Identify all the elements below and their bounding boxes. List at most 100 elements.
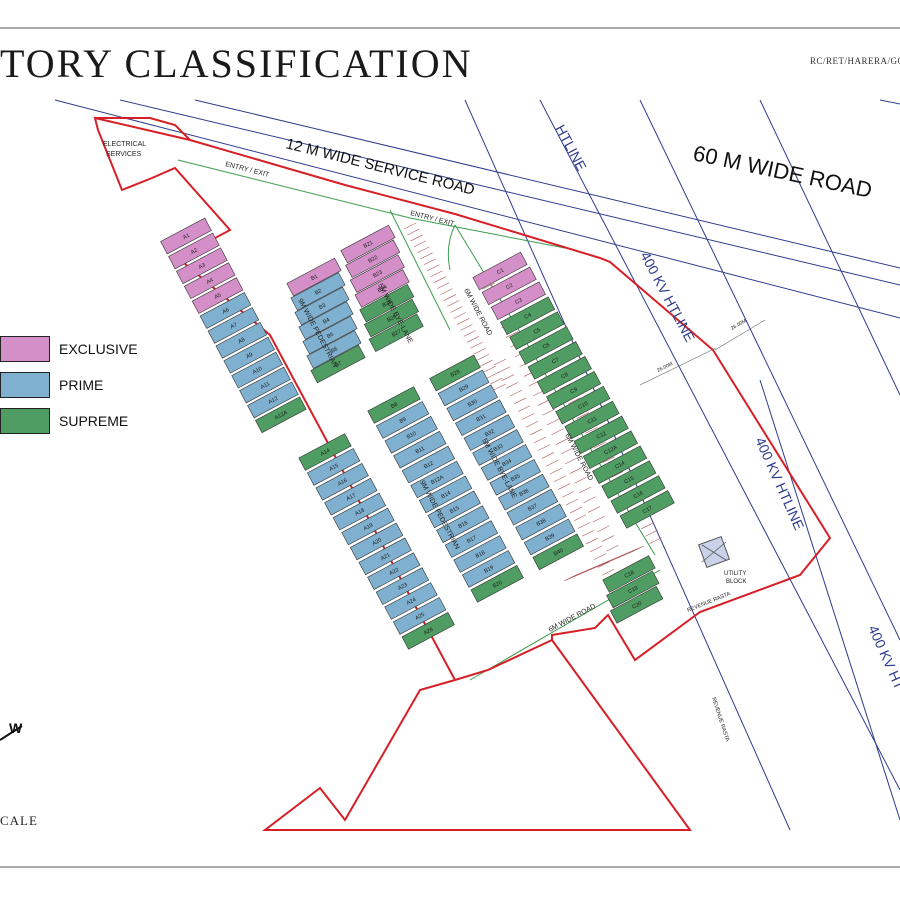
unit-a12[interactable]: A12	[247, 381, 299, 419]
unit-b4[interactable]: B4	[298, 301, 354, 340]
unit-b40[interactable]: B40	[532, 533, 584, 571]
hatch-line	[482, 282, 496, 290]
unit-b37[interactable]: B37	[506, 488, 559, 526]
unit-a6[interactable]: A6	[199, 292, 252, 329]
unit-b29[interactable]: B29	[437, 369, 490, 407]
unit-a2[interactable]: A2	[168, 232, 220, 270]
hatch-line	[588, 506, 601, 513]
unit-c11[interactable]: C11	[564, 400, 620, 440]
hatch-line	[611, 471, 624, 478]
unit-b20[interactable]: B20	[470, 565, 524, 603]
unit-a8[interactable]: A8	[215, 321, 268, 359]
unit-c20[interactable]: C20	[609, 586, 664, 624]
unit-b18[interactable]: B18	[453, 535, 507, 573]
unit-c15[interactable]: C15	[601, 460, 657, 499]
unit-a15[interactable]: A15	[306, 448, 361, 486]
unit-c9[interactable]: C9	[546, 370, 602, 410]
unit-b39[interactable]: B39	[523, 518, 576, 556]
unit-c17[interactable]: C17	[619, 490, 675, 529]
unit-a3[interactable]: A3	[176, 247, 228, 285]
unit-label: A18	[354, 508, 365, 518]
utility-block-label-2: BLOCK	[726, 579, 746, 585]
unit-a10[interactable]: A10	[231, 351, 283, 389]
unit-a4[interactable]: A4	[183, 262, 236, 300]
unit-a22[interactable]: A22	[367, 552, 421, 590]
unit-c16[interactable]: C16	[610, 475, 666, 514]
hatch-line	[501, 374, 515, 381]
unit-b7[interactable]: B7	[310, 344, 366, 384]
unit-b15[interactable]: B15	[427, 490, 481, 529]
unit-c1[interactable]: C1	[472, 251, 528, 291]
unit-b11[interactable]: B11	[393, 430, 447, 469]
unit-a11[interactable]: A11	[239, 366, 291, 404]
unit-a21[interactable]: A21	[358, 537, 412, 576]
unit-a24[interactable]: A24	[384, 582, 438, 620]
unit-a7[interactable]: A7	[207, 307, 260, 344]
unit-b6[interactable]: B6	[306, 330, 362, 369]
unit-b28[interactable]: B28	[429, 354, 481, 392]
unit-b32[interactable]: B32	[463, 414, 516, 451]
unit-b22[interactable]: B22	[345, 239, 401, 279]
unit-b30[interactable]: B30	[446, 384, 498, 422]
unit-b23[interactable]: B23	[349, 254, 405, 293]
unit-b33[interactable]: B33	[472, 429, 524, 466]
unit-b16[interactable]: B16	[436, 505, 490, 543]
unit-a12a[interactable]: A12A	[255, 396, 307, 434]
unit-plot	[461, 550, 516, 588]
unit-a5[interactable]: A5	[191, 277, 244, 314]
unit-plot	[358, 537, 412, 576]
unit-b38[interactable]: B38	[515, 503, 567, 541]
unit-a1[interactable]: A1	[160, 217, 212, 255]
unit-a26[interactable]: A26	[401, 612, 455, 650]
unit-c14[interactable]: C14	[592, 445, 648, 484]
unit-a17[interactable]: A17	[324, 477, 378, 516]
unit-b36[interactable]: B36	[498, 473, 550, 511]
unit-b24[interactable]: B24	[354, 269, 410, 308]
unit-b31[interactable]: B31	[455, 399, 507, 437]
unit-c5[interactable]: C5	[509, 311, 565, 350]
unit-b21[interactable]: B21	[340, 224, 396, 264]
unit-label: C1	[496, 268, 505, 277]
unit-c2[interactable]: C2	[481, 266, 537, 306]
unit-b27[interactable]: B27	[368, 313, 424, 353]
unit-b14[interactable]: B14	[418, 475, 473, 514]
unit-b5[interactable]: B5	[302, 315, 358, 355]
unit-b1[interactable]: B1	[286, 257, 342, 297]
unit-a20[interactable]: A20	[349, 522, 404, 561]
unit-a25[interactable]: A25	[392, 597, 447, 635]
unit-plot	[601, 460, 657, 499]
unit-b26[interactable]: B26	[363, 298, 420, 338]
unit-c4[interactable]: C4	[500, 296, 556, 335]
unit-b25[interactable]: B25	[359, 283, 415, 323]
unit-c3[interactable]: C3	[490, 281, 546, 321]
hatch-line	[597, 525, 610, 533]
unit-a16[interactable]: A16	[315, 463, 369, 501]
unit-a9[interactable]: A9	[223, 336, 275, 374]
unit-b12a[interactable]: B12A	[410, 460, 464, 499]
unit-b3[interactable]: B3	[294, 286, 350, 326]
unit-a14[interactable]: A14	[298, 433, 352, 471]
unit-c6[interactable]: C6	[518, 326, 574, 365]
unit-b35[interactable]: B35	[489, 458, 541, 496]
unit-b8[interactable]: B8	[367, 386, 421, 424]
unit-plot	[306, 448, 361, 486]
unit-c12[interactable]: C12	[573, 415, 629, 455]
unit-a18[interactable]: A18	[332, 492, 387, 531]
unit-a23[interactable]: A23	[375, 567, 430, 605]
unit-b12[interactable]: B12	[401, 445, 456, 484]
unit-c8[interactable]: C8	[536, 356, 592, 395]
unit-c18[interactable]: C18	[602, 555, 656, 593]
unit-c19[interactable]: C19	[606, 570, 660, 609]
hatch-line	[423, 258, 437, 266]
unit-b19[interactable]: B19	[461, 550, 516, 588]
wide-road-label: 60 M WIDE ROAD	[691, 140, 874, 202]
unit-c10[interactable]: C10	[555, 385, 611, 425]
unit-a19[interactable]: A19	[341, 507, 395, 546]
unit-c7[interactable]: C7	[527, 341, 583, 380]
unit-b10[interactable]: B10	[384, 416, 438, 454]
unit-b34[interactable]: B34	[480, 444, 533, 481]
unit-b9[interactable]: B9	[375, 401, 430, 439]
unit-c12a[interactable]: C12A	[582, 430, 638, 470]
unit-b2[interactable]: B2	[290, 272, 346, 311]
unit-b17[interactable]: B17	[444, 520, 499, 558]
